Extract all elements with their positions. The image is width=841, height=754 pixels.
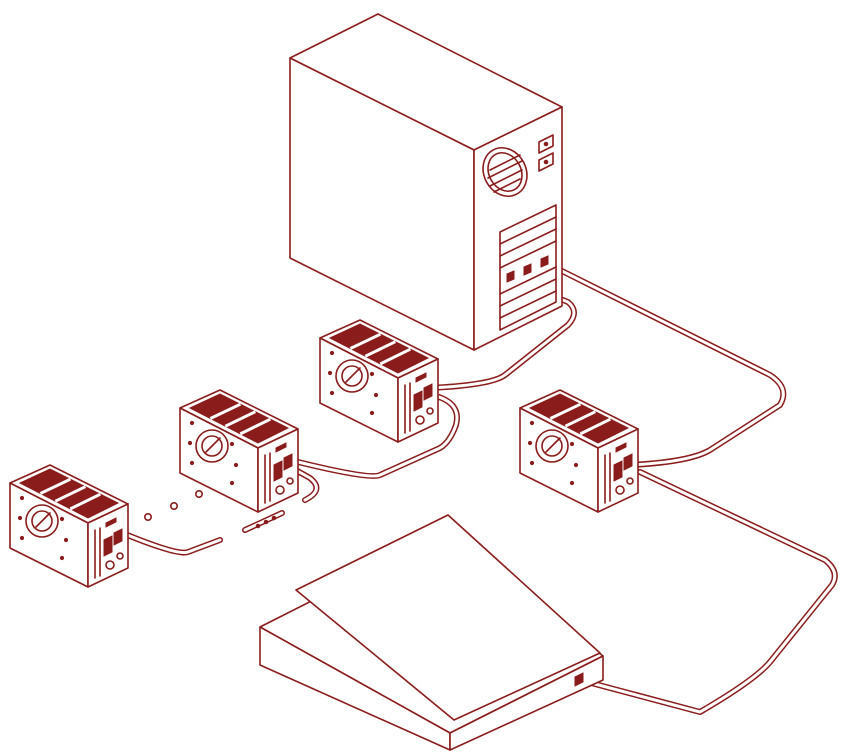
chassis-module-icon [9,464,129,588]
chassis-front-port-icon [335,359,369,393]
chassis-connector-icon [283,453,293,471]
device-side-face [449,655,604,751]
cable-pc-to-chassis-4 [545,261,787,468]
cable-chassis-3-to-chassis-2 [287,392,460,479]
chassis-front-port-icon [535,429,569,463]
power-socket-icon [538,134,554,172]
device-lid [295,514,601,721]
external-device-icon [259,514,604,751]
device-port-icon [574,672,584,687]
chassis-connector-icon [103,535,113,557]
cable-pc-to-chassis-3 [427,277,577,391]
fan-grille-icon [482,147,528,197]
computer-tower-icon [289,13,563,351]
chassis-connector-icon [113,528,123,546]
chassis-connector-icon [423,383,433,401]
cable-chassis-4-to-device [577,469,838,715]
chassis-connector-icon [613,460,623,482]
chassis-connector-icon [623,453,633,471]
port-connector-icon [506,270,515,283]
chassis-front-port-icon [25,504,59,538]
chassis-module-icon [319,319,439,443]
chassis-module-icon [179,389,299,513]
chassis-connector-icon [273,460,283,482]
tower-side-face [473,106,563,351]
port-connector-icon [523,263,532,276]
expansion-slots [499,204,557,331]
continuation-dots-icon [144,489,277,529]
chassis-module-icon [519,389,639,513]
chassis-front-port-icon [195,429,229,463]
chassis-module-group [9,319,639,588]
cable-chassis-2-to-chassis-1 [117,465,320,556]
port-connector-icon [540,255,549,268]
cable-group [117,261,838,715]
chassis-connector-icon [413,390,423,412]
